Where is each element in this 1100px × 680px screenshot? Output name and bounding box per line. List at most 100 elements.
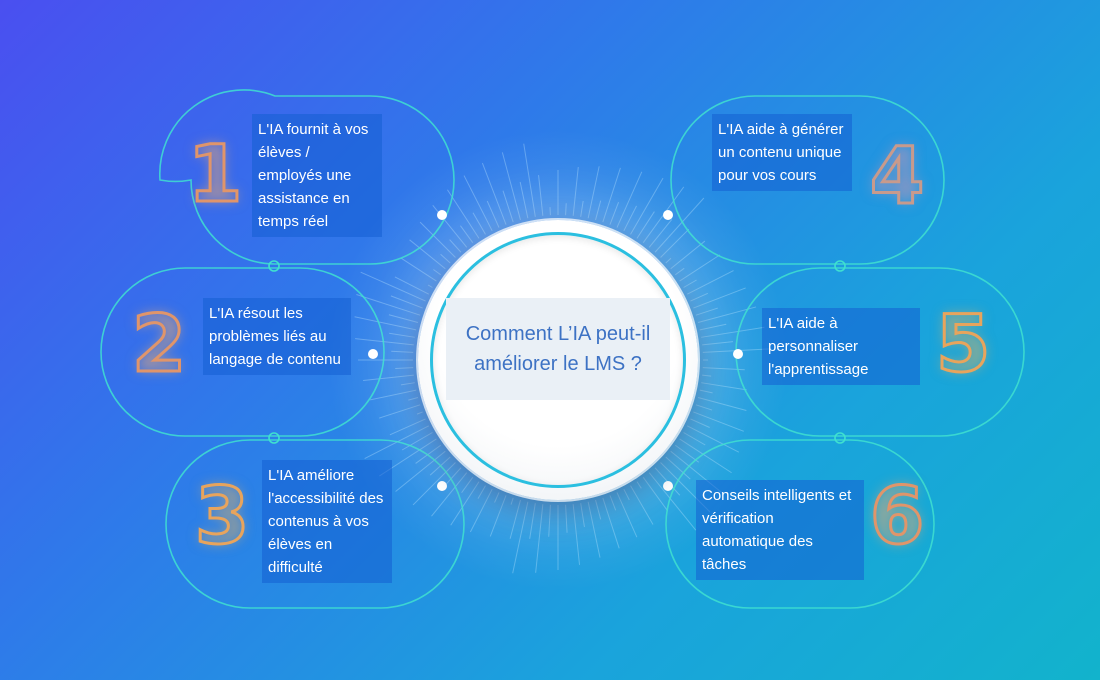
number-5: 5 [934,300,991,390]
light-ray [548,504,551,537]
light-ray [529,503,536,539]
light-ray [489,495,507,537]
light-ray [648,472,697,531]
light-ray [408,397,419,401]
light-ray [609,495,617,511]
center-title-box: Comment L’IA peut-il améliorer le LMS ? [446,298,670,400]
number-6: 6 [868,472,925,562]
light-ray [616,171,643,228]
light-ray [356,294,421,316]
light-ray [445,467,462,486]
light-ray [690,292,709,302]
light-ray [519,181,529,219]
light-ray [388,314,419,323]
light-ray [665,257,672,264]
light-ray [535,504,544,573]
item-1-text: L'IA fournit à vos élèves / employés une… [252,114,382,237]
light-ray [419,221,456,258]
light-ray [450,481,480,526]
light-ray [642,477,668,511]
light-ray [701,382,747,391]
light-ray [354,316,417,331]
light-ray [390,295,423,309]
light-ray [602,497,620,549]
light-ray [379,404,421,419]
light-ray [501,152,521,221]
light-ray [565,203,567,216]
light-ray [623,488,630,501]
light-ray [572,167,579,216]
light-ray [630,177,664,235]
light-ray [580,200,584,217]
item-4-text: L'IA aide à générer un contenu unique po… [712,114,852,191]
light-ray [670,240,706,270]
light-ray [702,374,712,377]
light-rays [354,143,771,574]
outline-item-2 [100,267,385,437]
light-ray [587,501,601,558]
node-dot [663,481,673,491]
light-ray [686,425,740,453]
outline-item-4 [670,95,945,265]
light-ray [636,481,642,489]
connector-dot [834,260,846,272]
number-2: 2 [130,300,187,390]
light-ray [683,432,706,446]
light-ray [481,162,507,225]
light-ray [580,503,585,527]
light-ray [697,306,757,323]
connector-dot [834,432,846,444]
light-ray [693,411,744,432]
light-ray [686,270,734,295]
number-1: 1 [186,130,243,220]
light-ray [512,501,529,574]
light-ray [427,284,433,288]
light-ray [449,239,462,253]
light-ray [660,228,690,258]
light-ray [697,397,747,411]
node-dot [733,349,743,359]
light-ray [510,497,514,505]
light-ray [395,450,446,492]
light-ray [699,323,727,331]
light-ray [363,374,414,381]
light-ray [486,200,500,228]
connector-dot [268,432,280,444]
light-ray [523,143,536,217]
light-ray [679,438,732,474]
outline-item-6 [665,439,935,609]
light-ray [360,271,426,302]
light-ray [394,276,430,295]
light-ray [690,418,710,428]
item-2-text: L'IA résout les problèmes liés au langag… [203,298,351,375]
item-5-text: L'IA aide à personnaliser l'apprentissag… [762,308,920,385]
light-ray [355,338,414,346]
item-3-text: L'IA améliore l'accessibilité des conten… [262,460,392,583]
light-ray [431,472,468,517]
node-dot [663,210,673,220]
number-4: 4 [868,132,925,222]
light-ray [565,504,568,533]
light-ray [370,389,417,401]
item-6-text: Conseils intelligents et vérification au… [696,480,864,580]
outline-item-5 [735,267,1025,437]
light-ray [693,287,746,309]
light-ray [630,485,654,525]
light-ray [440,253,451,264]
light-ray [595,200,602,221]
node-dot [368,349,378,359]
light-ray [683,279,697,288]
light-ray [477,485,486,499]
light-ray [400,382,415,386]
light-ray [572,504,581,565]
node-dot [437,210,447,220]
outline-item-1 [158,89,455,265]
light-ray [463,175,493,232]
light-ray [654,197,705,253]
outline-item-3 [165,439,465,609]
light-ray [701,326,765,338]
light-ray [679,254,721,282]
light-ray [587,166,600,219]
center-title: Comment L’IA peut-il améliorer le LMS ? [465,323,651,375]
